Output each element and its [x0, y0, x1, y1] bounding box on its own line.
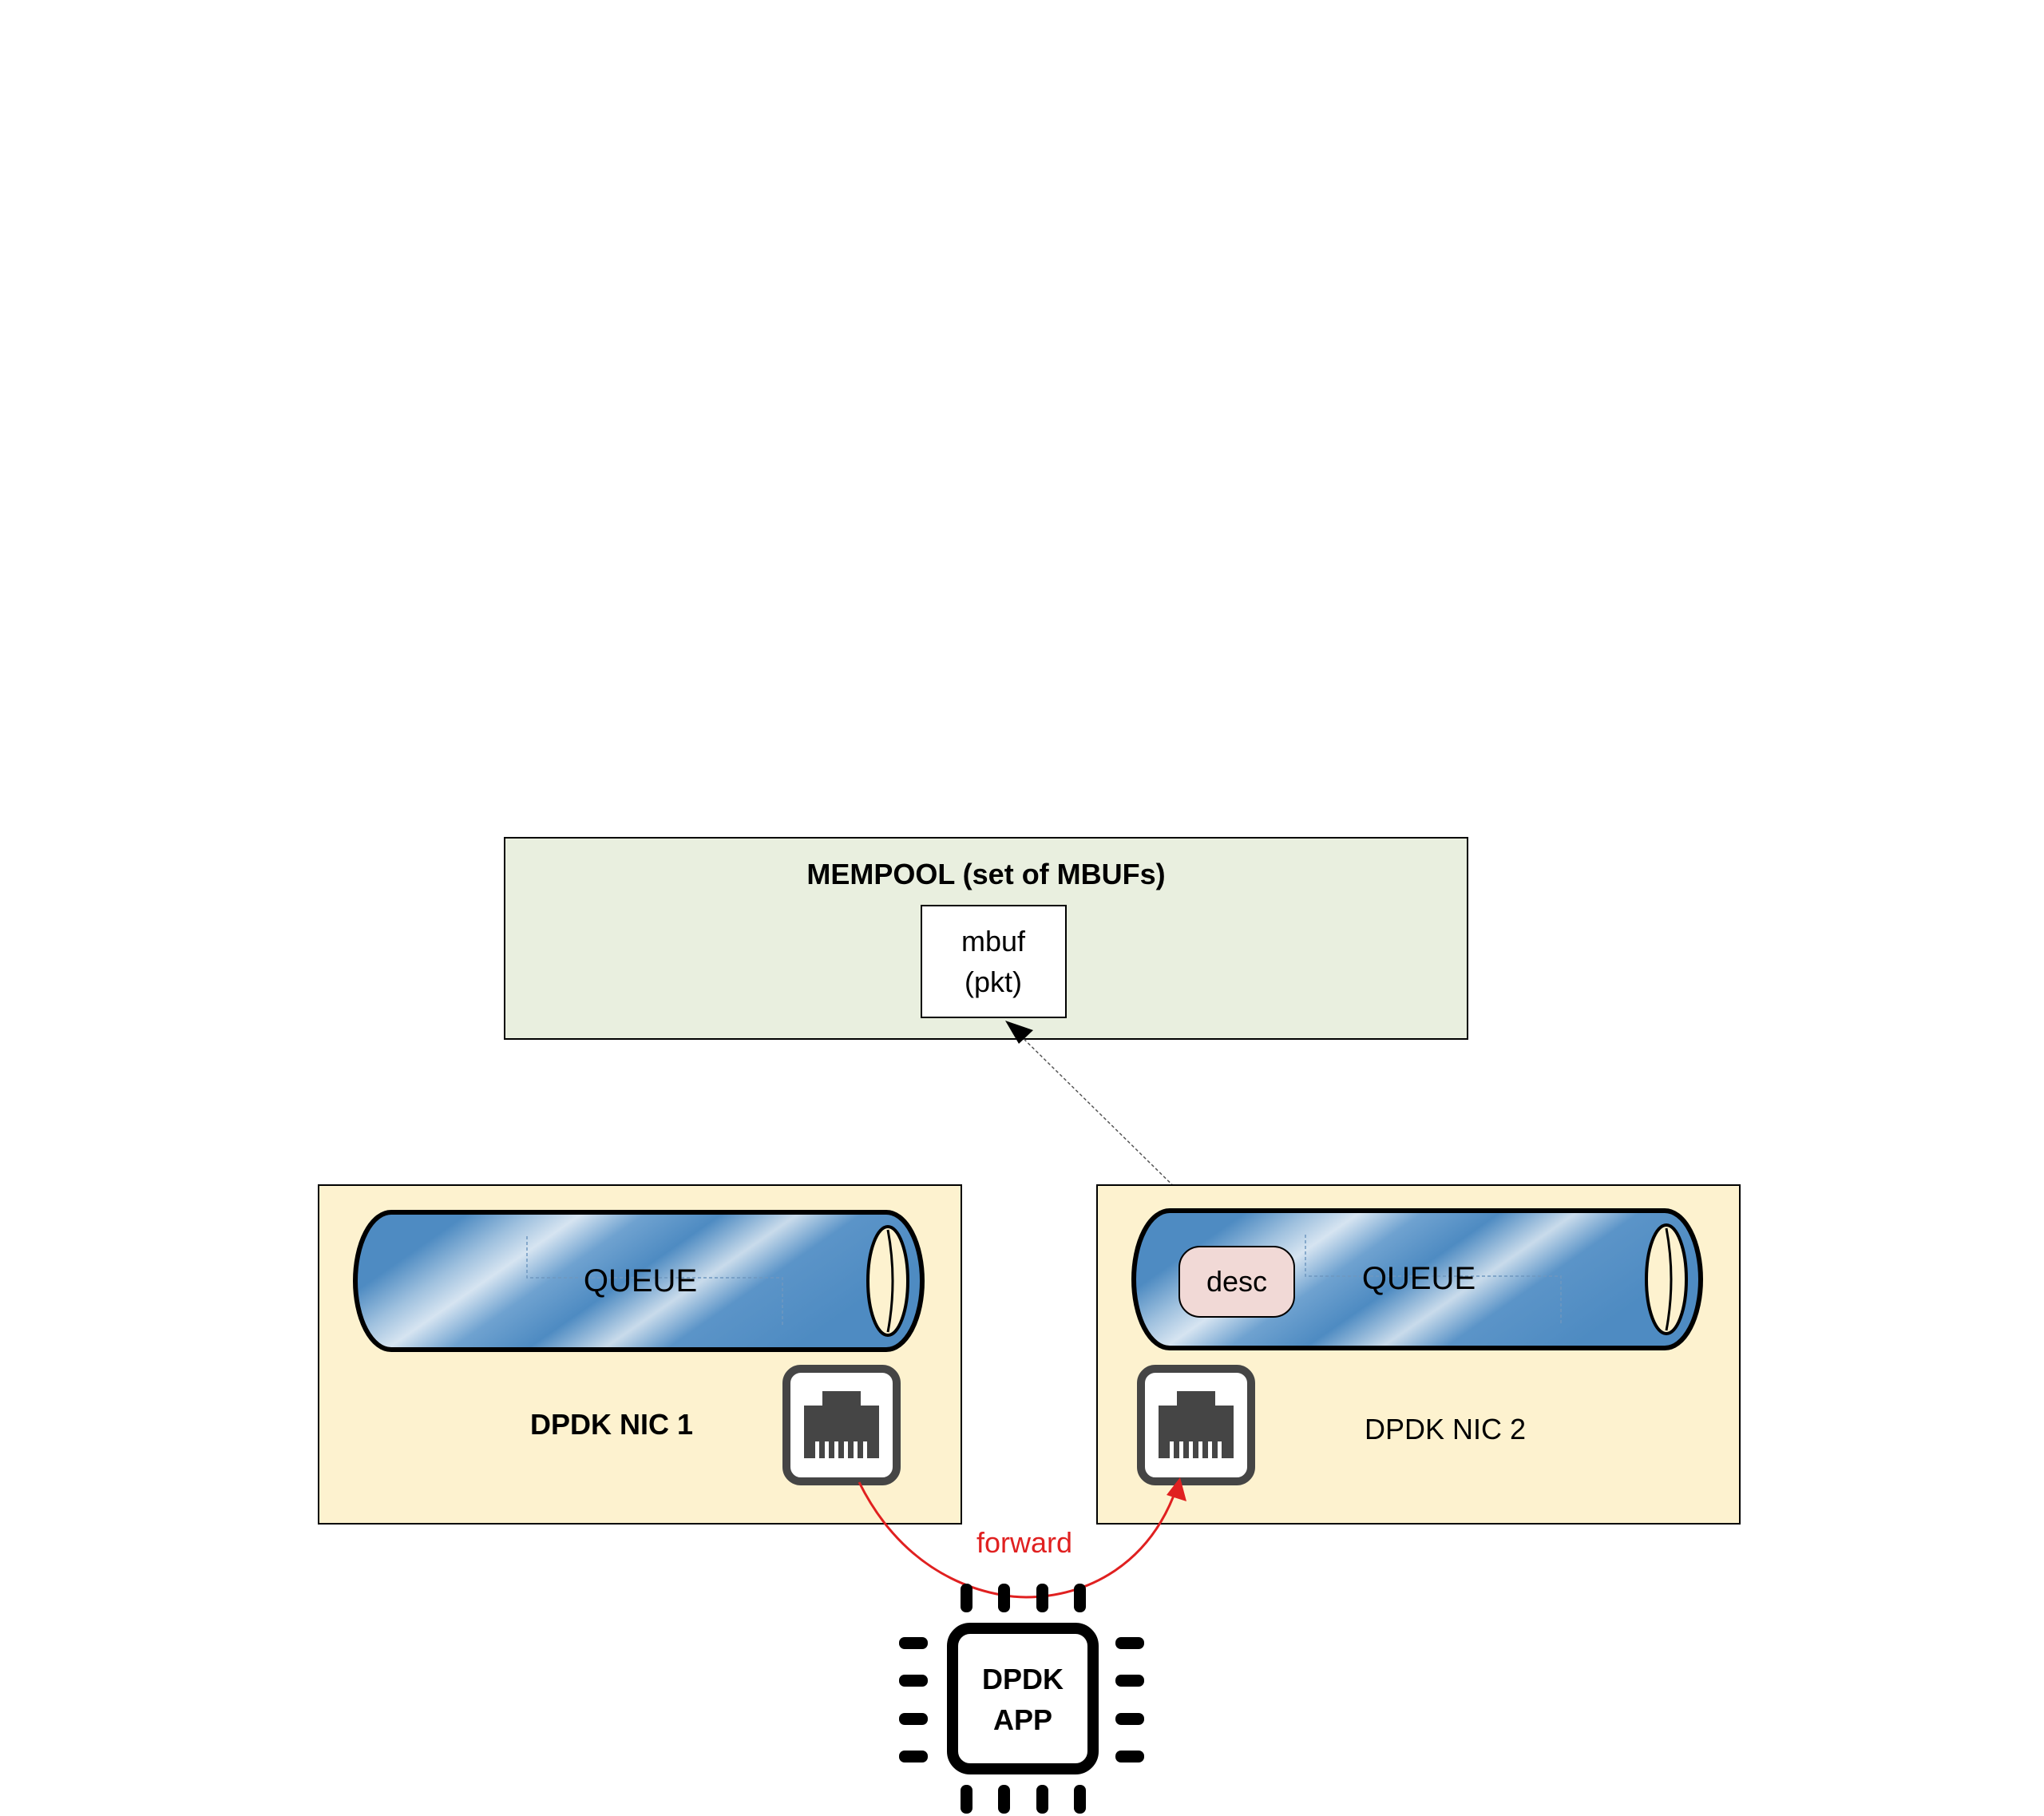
- app-label-line1: DPDK: [982, 1663, 1064, 1695]
- mbuf-label-line2: (pkt): [965, 965, 1022, 998]
- nic1-label: DPDK NIC 1: [530, 1408, 693, 1441]
- mempool-title: MEMPOOL (set of MBUFs): [806, 858, 1165, 890]
- nic2-box: QUEUE desc DPDK NIC 2: [1096, 1184, 1741, 1525]
- nic1-queue: QUEUE: [353, 1210, 925, 1352]
- nic1-queue-label: QUEUE: [584, 1263, 697, 1299]
- mempool-box: MEMPOOL (set of MBUFs) mbuf (pkt): [504, 837, 1468, 1040]
- nic2-queue: QUEUE desc: [1131, 1208, 1703, 1350]
- nic1-box: QUEUE DPDK NIC 1: [318, 1184, 962, 1525]
- cpu-chip-icon: DPDK APP: [899, 1584, 1144, 1814]
- nic2-label: DPDK NIC 2: [1365, 1413, 1526, 1445]
- ethernet-port-icon: [1137, 1365, 1255, 1485]
- mbuf-label-line1: mbuf: [961, 925, 1026, 958]
- app-label-line2: APP: [993, 1703, 1052, 1736]
- forward-label: forward: [976, 1526, 1072, 1559]
- mbuf-box: mbuf (pkt): [921, 905, 1067, 1018]
- forward-arrow: forward: [858, 1477, 1186, 1599]
- desc-label: desc: [1206, 1265, 1267, 1298]
- ethernet-port-icon: [782, 1365, 901, 1485]
- desc-to-mbuf-arrow: [1010, 1025, 1194, 1207]
- desc-entry: desc: [1178, 1246, 1295, 1318]
- nic2-queue-label: QUEUE: [1362, 1261, 1476, 1296]
